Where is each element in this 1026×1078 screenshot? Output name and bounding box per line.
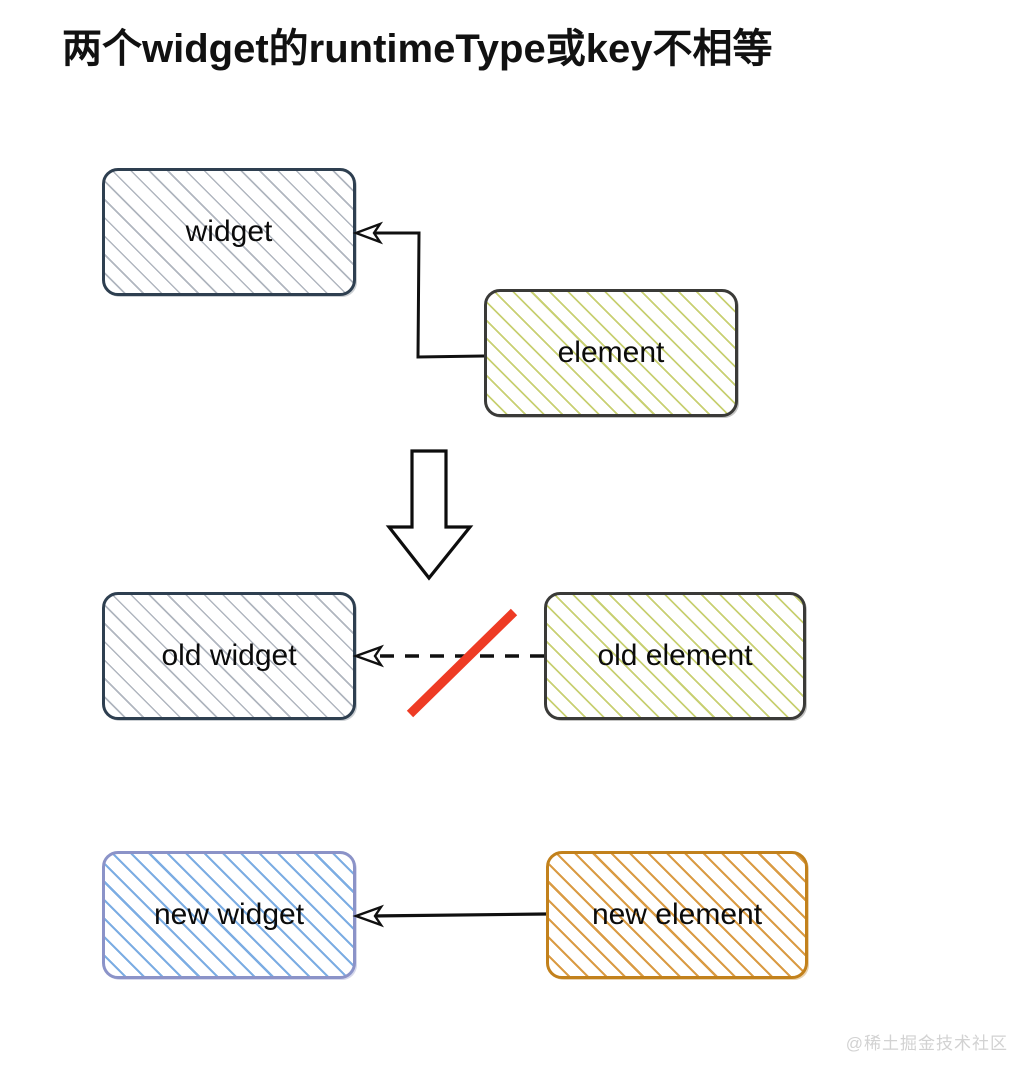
arrowhead-old-element-to-old-widget bbox=[352, 644, 385, 668]
node-new-element-label: new element bbox=[591, 898, 763, 931]
arrowhead-element-to-widget bbox=[352, 221, 384, 245]
watermark: @稀土掘金技术社区 bbox=[845, 1034, 1008, 1053]
down-block-arrow bbox=[385, 449, 474, 581]
node-element-label: element bbox=[557, 336, 665, 369]
edge-element-to-widget bbox=[352, 221, 485, 359]
node-old-element[interactable]: old element bbox=[544, 592, 806, 720]
node-old-widget[interactable]: old widget bbox=[102, 592, 356, 720]
edge-old-element-to-old-widget bbox=[352, 644, 544, 668]
node-new-element[interactable]: new element bbox=[546, 851, 808, 979]
node-old-element-label: old element bbox=[597, 639, 753, 672]
red-slash-cancel-icon bbox=[406, 608, 518, 718]
page-title: 两个widget的runtimeType或key不相等 bbox=[62, 27, 773, 71]
node-old-widget-label: old widget bbox=[161, 639, 297, 672]
node-element[interactable]: element bbox=[484, 289, 738, 417]
node-widget[interactable]: widget bbox=[102, 168, 356, 296]
node-new-widget[interactable]: new widget bbox=[102, 851, 356, 979]
node-new-widget-label: new widget bbox=[153, 898, 305, 931]
node-widget-label: widget bbox=[185, 215, 273, 248]
edge-new-element-to-new-widget bbox=[352, 904, 547, 928]
arrowhead-new-element-to-new-widget bbox=[352, 904, 385, 928]
